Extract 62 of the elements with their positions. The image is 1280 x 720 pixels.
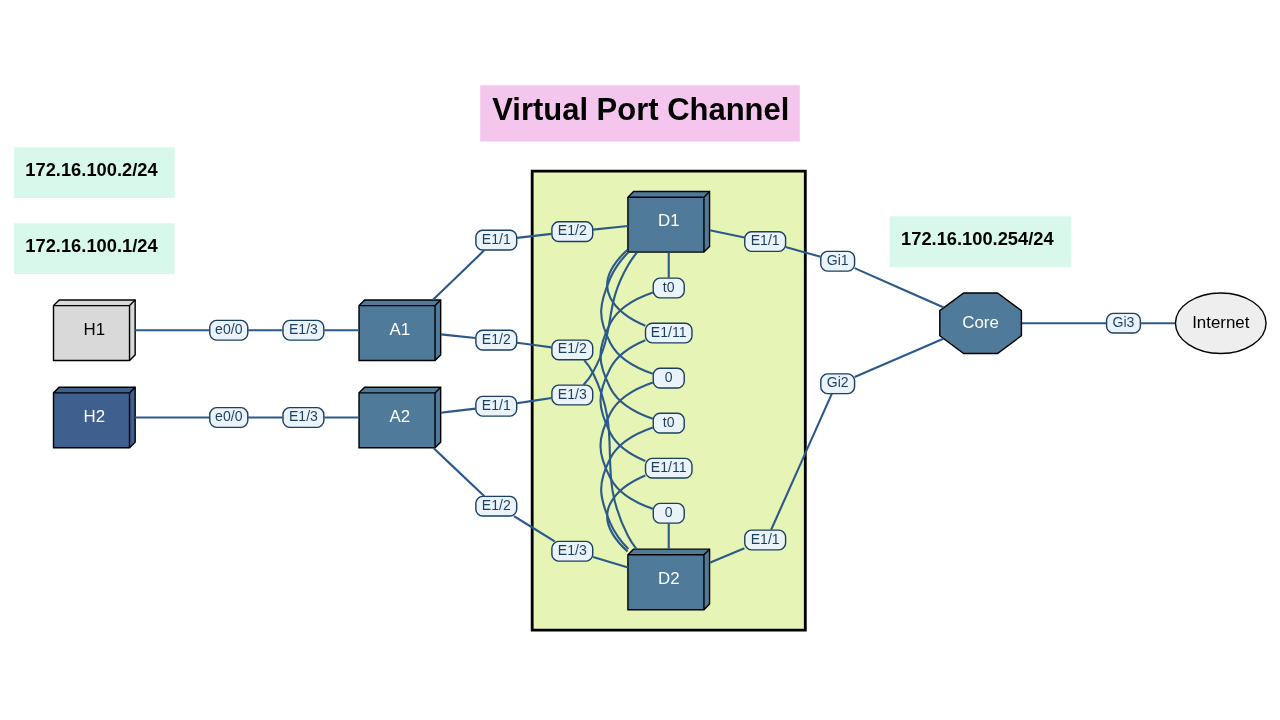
connector: [606, 473, 646, 552]
diagram-title: Virtual Port Channel: [492, 91, 790, 127]
connector: [324, 328, 359, 331]
node-box: t0: [652, 276, 685, 299]
connector: [600, 426, 654, 550]
node-box: E1/3: [282, 406, 325, 428]
connector: [854, 337, 944, 378]
connector: [599, 290, 654, 420]
connector: [709, 228, 745, 238]
label: 172.16.100.254/24: [901, 227, 1054, 249]
connector: [432, 446, 486, 497]
connector: [440, 407, 476, 414]
connector: [709, 546, 745, 564]
node-box: E1/2: [551, 220, 594, 242]
node-box: E1/2: [551, 338, 594, 360]
node-box: E1/2: [475, 329, 518, 351]
node-box: 0: [652, 367, 685, 389]
connector: [583, 359, 638, 550]
node-box: E1/11: [644, 457, 693, 479]
cluster: [530, 169, 807, 631]
node-box: 0: [652, 502, 685, 524]
node-box: t0: [652, 412, 685, 434]
connector: [599, 338, 646, 462]
connector: [582, 251, 638, 386]
label: 172.16.100.1/24: [25, 234, 158, 256]
connector: [1021, 321, 1107, 324]
node-box: E1/3: [551, 540, 594, 562]
connector: [1140, 321, 1176, 324]
node-box: E1/1: [744, 230, 787, 252]
connector: [324, 415, 359, 419]
connector: [516, 341, 552, 348]
connector: [516, 396, 552, 404]
node-box: E1/1: [744, 528, 787, 551]
connector: [599, 381, 654, 510]
node-box: Gi3: [1105, 312, 1142, 334]
connector: [135, 328, 210, 331]
connector: [516, 232, 552, 239]
node-box: E1/11: [644, 322, 693, 344]
connector: [592, 555, 629, 569]
connector: [247, 328, 283, 331]
connector: [432, 249, 485, 300]
node-box: E1/3: [551, 383, 594, 406]
node-box: Gi1: [820, 250, 856, 272]
node-ellipse: Internet: [1174, 291, 1267, 354]
node-box: E1/2: [475, 495, 518, 517]
label: 172.16.100.2/24: [25, 158, 158, 180]
node-box: e0/0: [209, 319, 249, 341]
connector: [667, 522, 670, 549]
connector: [667, 251, 670, 278]
connector: [606, 248, 646, 327]
connector: [854, 266, 945, 308]
node-box: E1/3: [282, 319, 325, 341]
connector: [593, 224, 628, 231]
connector: [247, 415, 283, 419]
node-box: E1/1: [475, 229, 518, 251]
connector: [770, 392, 833, 530]
connector: [135, 415, 210, 419]
node-box: Gi2: [820, 372, 856, 394]
node-box: e0/0: [209, 406, 249, 428]
connector: [600, 250, 654, 375]
connector: [440, 332, 476, 339]
node-box: E1/1: [475, 395, 518, 417]
